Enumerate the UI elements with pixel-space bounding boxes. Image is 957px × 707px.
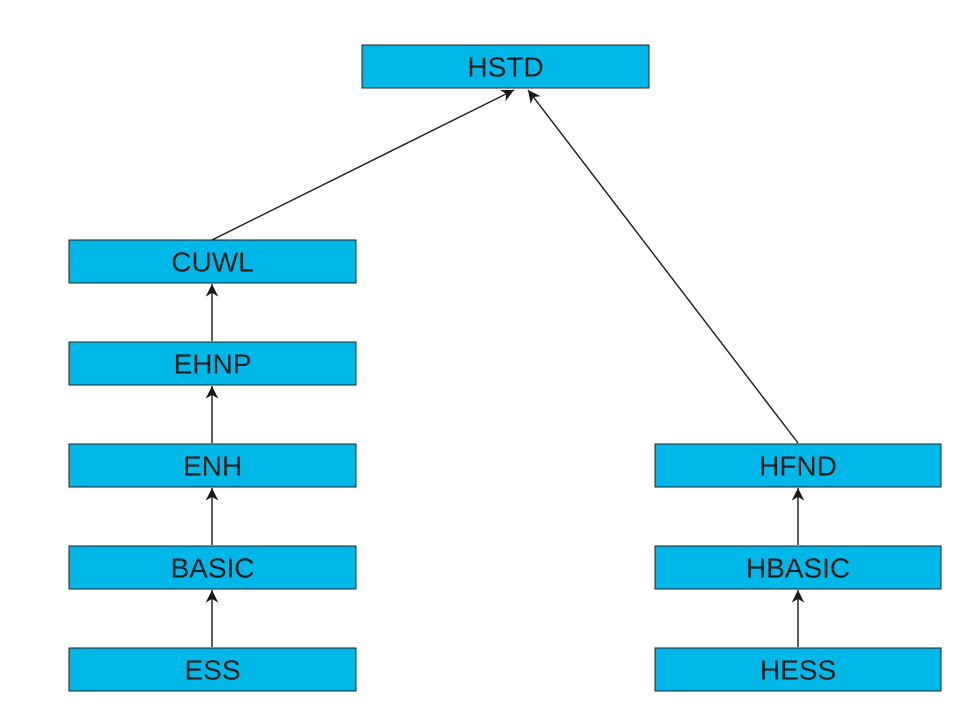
node-hstd-label: HSTD	[467, 52, 543, 83]
node-enh-label: ENH	[183, 451, 242, 482]
edges	[205, 89, 805, 647]
node-basic-label: BASIC	[170, 553, 254, 584]
node-hbasic-label: HBASIC	[746, 553, 850, 584]
node-ess-label: ESS	[184, 655, 240, 686]
node-ehnp: EHNP	[68, 341, 357, 386]
node-hess-label: HESS	[760, 655, 836, 686]
node-cuwl-label: CUWL	[171, 247, 253, 278]
node-enh: ENH	[68, 443, 357, 488]
node-ehnp-label: EHNP	[174, 349, 252, 380]
node-hbasic: HBASIC	[654, 545, 942, 590]
node-hfnd: HFND	[654, 443, 942, 488]
node-hess: HESS	[654, 647, 942, 692]
node-hfnd-label: HFND	[759, 451, 837, 482]
node-cuwl: CUWL	[68, 239, 357, 284]
edge-hfnd-to-hstd	[527, 89, 799, 444]
node-ess: ESS	[68, 647, 357, 692]
node-hstd: HSTD	[361, 44, 650, 89]
edge-cuwl-to-hstd	[211, 89, 515, 241]
node-basic: BASIC	[68, 545, 357, 590]
